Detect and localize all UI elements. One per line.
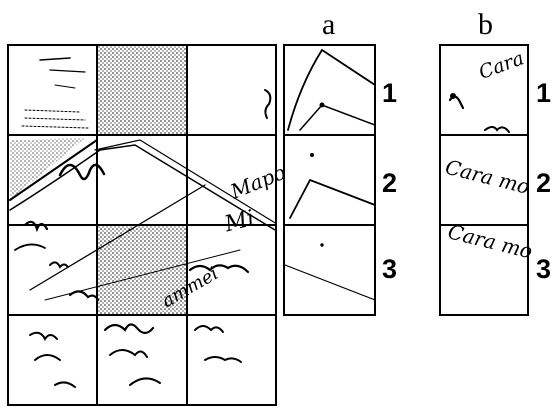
candidate-a-tile-2 [284,135,375,225]
missing-tile-r1c2 [97,45,187,135]
row-label-b-2: 2 [536,170,551,197]
column-label-b: b [478,10,493,40]
handwriting-fragment: Mi [221,206,257,238]
candidate-column-a [284,45,375,315]
row-label-b-1: 1 [536,80,551,107]
column-label-a: a [322,10,335,40]
handwriting-fragment: Cara [476,47,527,84]
candidate-a-tile-1 [284,45,375,135]
handwriting-fragment: Mapo [226,160,289,204]
row-label-b-3: 3 [536,256,551,283]
main-grid: Mi Mapo ammei [8,45,290,405]
candidate-column-b: Cara Cara mo Cara mo [440,45,535,315]
handwriting-fragment: Cara mo [443,155,532,199]
row-label-a-1: 1 [382,80,397,107]
row-label-a-3: 3 [382,256,397,283]
row-label-a-2: 2 [382,170,397,197]
